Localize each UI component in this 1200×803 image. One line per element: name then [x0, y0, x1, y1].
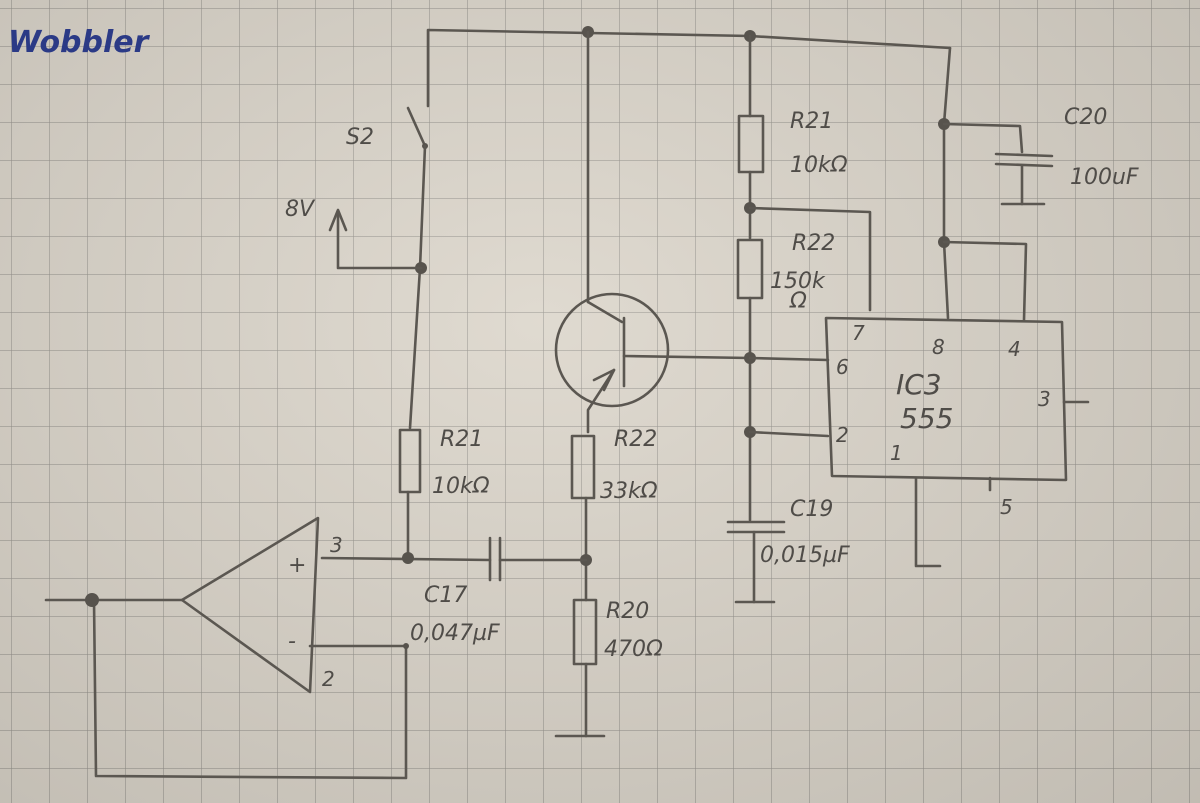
emitter-arrow-icon [592, 368, 616, 392]
feedback-loop [92, 598, 408, 780]
ic3-body [824, 316, 1068, 482]
junction-output [85, 593, 99, 607]
switch-s2-blade [406, 106, 427, 148]
opamp-body [180, 516, 320, 694]
resistor-r19 [570, 434, 596, 500]
ic-ground-wire [914, 476, 942, 568]
pin8-wire [942, 46, 952, 320]
r19-id: R22 [614, 427, 657, 452]
resistor-r21 [737, 114, 765, 174]
ic3-type: 555 [900, 402, 953, 435]
ic-pin-7: 7 [852, 321, 865, 345]
c20-plate-bottom [994, 162, 1054, 168]
transistor-body [554, 292, 670, 408]
c20-value: 100uF [1070, 165, 1139, 190]
c20-top-wire [942, 122, 1024, 154]
supply-label: 8V [285, 197, 316, 222]
r20-value: 470Ω [604, 637, 663, 662]
ic-pin-6: 6 [836, 355, 849, 379]
c20-id: C20 [1064, 105, 1107, 130]
supply-wire [336, 212, 423, 270]
r18-id: R21 [440, 427, 483, 452]
pin4-wire [942, 240, 1028, 322]
ic-pin-2: 2 [836, 423, 849, 447]
opamp-minus: - [288, 629, 296, 654]
r22-id: R22 [792, 231, 835, 256]
r21-id: R21 [790, 109, 833, 134]
r22-value-2: Ω [789, 289, 807, 314]
emitter-lead [586, 368, 616, 434]
ic-pin-4: 4 [1008, 337, 1021, 361]
r19-value: 33kΩ [600, 479, 658, 504]
resistor-r22 [736, 238, 764, 300]
left-wire-upper [408, 144, 427, 430]
ic-pin-5: 5 [1000, 495, 1013, 519]
ic-pin-8: 8 [932, 335, 945, 359]
c17-value: 0,047µF [410, 621, 500, 646]
junction-r18-c17 [402, 552, 414, 564]
pin7-wire [748, 206, 872, 312]
top-rail [426, 28, 952, 108]
c19-value: 0,015µF [760, 543, 850, 568]
switch-s2-label: S2 [346, 125, 374, 150]
resistor-r20 [572, 598, 598, 666]
collector-lead [586, 300, 624, 324]
supply-arrow-icon [328, 208, 348, 232]
c20-plate-top [994, 152, 1054, 158]
ic3-name: IC3 [896, 368, 942, 401]
ic-pin-1: 1 [890, 441, 903, 465]
base-wire [622, 354, 752, 360]
ic-pin-3: 3 [1038, 387, 1051, 411]
junction-minus [403, 643, 409, 649]
r18-value: 10kΩ [432, 474, 490, 499]
opamp-pin-minus: 2 [322, 667, 335, 691]
resistor-r18 [398, 428, 422, 494]
c17-id: C17 [424, 583, 467, 608]
opamp-pin-plus: 3 [330, 533, 343, 557]
r20-id: R20 [606, 599, 649, 624]
r21-value: 10kΩ [790, 153, 848, 178]
pin6-wire [748, 356, 830, 362]
diagram-title: Wobbler [8, 25, 151, 60]
pin2-wire [748, 430, 830, 438]
opamp-plus: + [288, 553, 306, 578]
r22-value-1: 150k [770, 269, 826, 294]
c19-id: C19 [790, 497, 833, 522]
